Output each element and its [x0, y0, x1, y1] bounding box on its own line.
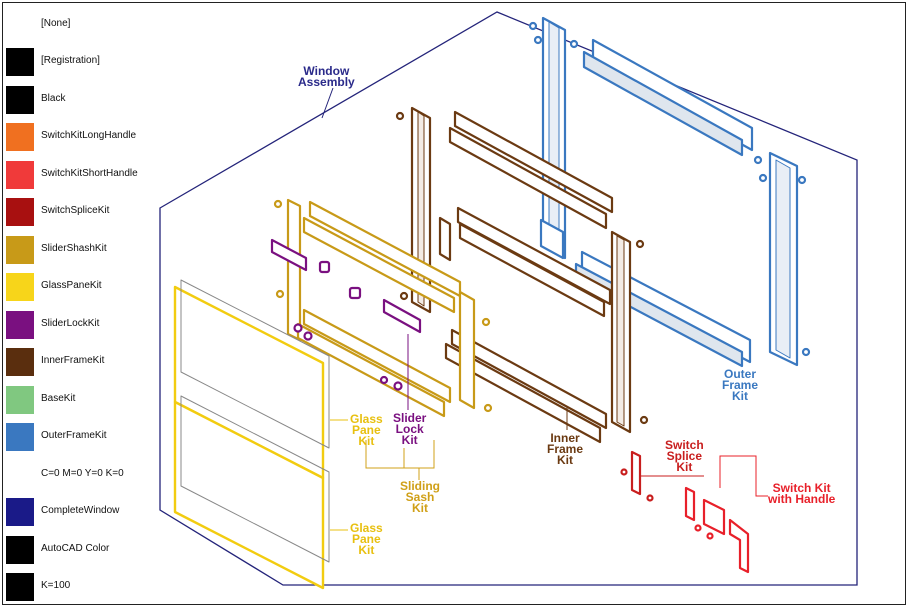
callout-line: Slider [393, 411, 427, 425]
callout-line: Switch [665, 438, 704, 452]
swatch-switchkit-short-handle [6, 161, 34, 189]
callout-line: Pane [352, 532, 381, 546]
outer-frame-kit [528, 16, 811, 368]
switch-kit-with-handle-label: Switch Kit with Handle [768, 481, 836, 506]
callout-line: Glass [350, 412, 383, 426]
swatch-panel: [None] [Registration] Black SwitchKitLon… [0, 0, 160, 609]
callout-line: Assembly [298, 75, 355, 89]
sliding-sash-kit-label: Sliding Sash Kit [400, 479, 440, 515]
callout-line: Lock [395, 422, 424, 436]
swatch-none [6, 10, 34, 38]
swatch-label: SwitchKitShortHandle [41, 168, 138, 179]
swatch-switchkit-long-handle [6, 123, 34, 151]
swatch-inner-frame-kit [6, 348, 34, 376]
callout-line: Sliding [400, 479, 440, 493]
swatch-label: AutoCAD Color [41, 543, 110, 554]
swatch-autocad-color [6, 536, 34, 564]
swatch-outer-frame-kit [6, 423, 34, 451]
callout-line: Kit [676, 460, 693, 474]
swatch-black [6, 86, 34, 114]
switch-kit-with-handle [684, 486, 750, 574]
callout-line: Switch Kit [772, 481, 831, 495]
callout-line: Kit [358, 543, 375, 557]
callout-line: Window [303, 64, 350, 78]
swatch-switch-splice-kit [6, 198, 34, 226]
callout-line: Glass [350, 521, 383, 535]
swatch-label: OuterFrameKit [41, 430, 107, 441]
swatch-label: SliderLockKit [41, 318, 100, 329]
switch-splice-kit [620, 450, 654, 502]
swatch-label: BaseKit [41, 393, 76, 404]
callout-line: Pane [352, 423, 381, 437]
callout-line: Frame [722, 378, 759, 392]
callout-line: Kit [401, 433, 418, 447]
glass-pane-kit-label-upper: Glass Pane Kit [350, 412, 383, 448]
callout-line: Sash [405, 490, 435, 504]
swatch-label: Black [41, 93, 66, 104]
callout-leaders [330, 334, 768, 531]
callout-line: Kit [358, 434, 375, 448]
swatch-label: C=0 M=0 Y=0 K=0 [41, 468, 124, 479]
inner-frame-kit-label: Inner Frame Kit [547, 431, 584, 467]
swatch-slider-shash-kit [6, 236, 34, 264]
swatch-label: SwitchSpliceKit [41, 205, 110, 216]
swatch-label: SwitchKitLongHandle [41, 130, 137, 141]
glass-pane-kit-label-lower: Glass Pane Kit [350, 521, 383, 557]
swatch-label: GlassPaneKit [41, 280, 102, 291]
glass-pane-kit [173, 279, 330, 590]
callout-line: Splice [666, 449, 703, 463]
outer-frame-kit-label: Outer Frame Kit [722, 367, 759, 403]
callout-line: Kit [732, 389, 749, 403]
swatch-label: InnerFrameKit [41, 355, 105, 366]
swatch-label: SliderShashKit [41, 243, 107, 254]
switch-splice-kit-label: Switch Splice Kit [665, 438, 704, 474]
swatch-cmyk-white [6, 461, 34, 489]
window-assembly-leader [321, 87, 334, 119]
swatch-label: [None] [41, 18, 71, 29]
assembly-outline [159, 11, 858, 586]
callout-line: Kit [557, 453, 574, 467]
inner-frame-kit [395, 106, 649, 444]
callout-line: Inner [550, 431, 580, 445]
callout-line: Kit [412, 501, 428, 515]
swatch-glass-pane-kit [6, 273, 34, 301]
swatch-label: K=100 [41, 580, 71, 591]
swatch-label: CompleteWindow [41, 505, 120, 516]
swatch-base-kit [6, 386, 34, 414]
window-assembly-label: Window Assembly [298, 64, 355, 89]
swatch-registration [6, 48, 34, 76]
swatch-label: [Registration] [41, 55, 100, 66]
slider-lock-kit [270, 238, 422, 391]
callout-line: with Handle [768, 492, 836, 506]
swatch-slider-lock-kit [6, 311, 34, 339]
swatch-complete-window [6, 498, 34, 526]
callout-line: Outer [724, 367, 757, 381]
swatch-k100 [6, 573, 34, 601]
slider-lock-kit-label: Slider Lock Kit [393, 411, 427, 447]
callout-line: Frame [547, 442, 584, 456]
